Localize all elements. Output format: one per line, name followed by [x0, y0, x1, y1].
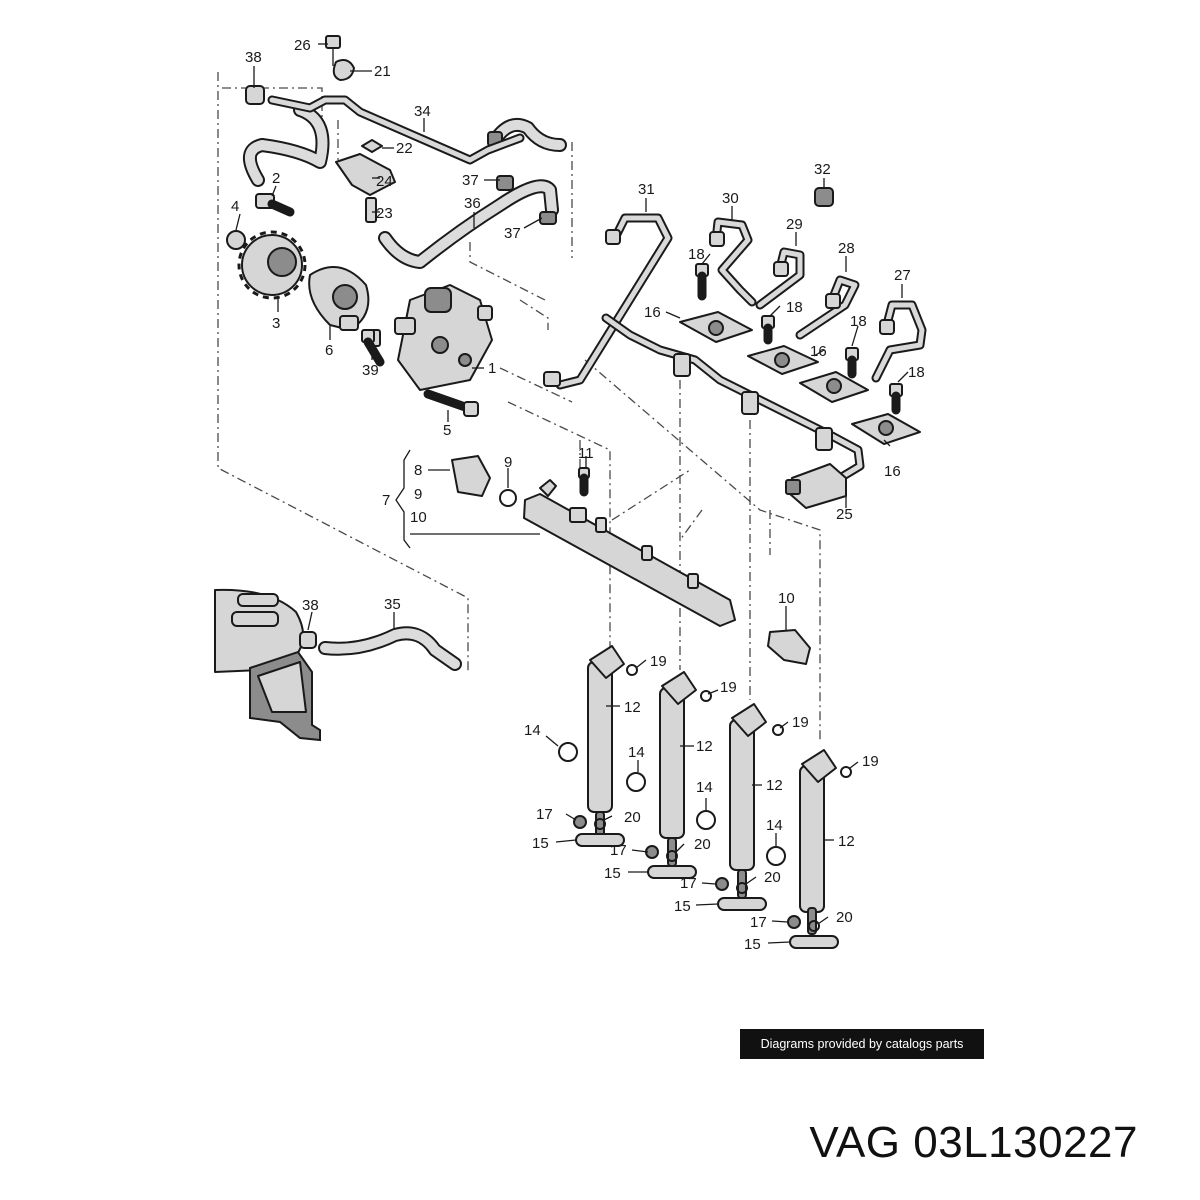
callout-17-d: 17	[750, 914, 767, 931]
callout-27: 27	[894, 267, 911, 284]
callout-10-sensor: 10	[778, 590, 795, 607]
callout-14-a: 14	[524, 722, 541, 739]
callout-35: 35	[384, 596, 401, 613]
callout-17-c: 17	[680, 875, 697, 892]
pump-sprocket	[226, 193, 307, 300]
callout-39: 39	[362, 362, 379, 379]
callout-11: 11	[578, 445, 594, 462]
part-number-caption: VAG 03L130227	[809, 1118, 1138, 1167]
clip-and-bolt	[325, 35, 355, 81]
callout-22: 22	[396, 140, 413, 157]
callout-14-c: 14	[696, 779, 713, 796]
callout-20-d: 20	[836, 909, 853, 926]
callout-8: 8	[414, 462, 422, 479]
callout-38-bottom: 38	[302, 597, 319, 614]
callout-20-c: 20	[764, 869, 781, 886]
return-hose	[299, 626, 462, 671]
callout-36: 36	[464, 195, 481, 212]
callout-12-b: 12	[696, 738, 713, 755]
callout-32: 32	[814, 161, 831, 178]
callout-17-b: 17	[610, 842, 627, 859]
callout-19-a: 19	[650, 653, 667, 670]
callout-15-d: 15	[744, 936, 761, 953]
callout-15-a: 15	[532, 835, 549, 852]
callout-37-top: 37	[462, 172, 479, 189]
callout-2: 2	[272, 170, 280, 187]
callout-20-a: 20	[624, 809, 641, 826]
callout-12-a: 12	[624, 699, 641, 716]
pressure-sensor-8	[451, 455, 517, 507]
injector-set	[558, 645, 852, 949]
injector-lines	[543, 187, 927, 390]
callout-29: 29	[786, 216, 803, 233]
callout-9-group: 9	[414, 486, 422, 503]
high-pressure-pump	[367, 284, 493, 391]
callout-7: 7	[382, 492, 390, 509]
callout-12-c: 12	[766, 777, 783, 794]
callout-3: 3	[272, 315, 280, 332]
callout-19-d: 19	[862, 753, 879, 770]
tank-flange	[214, 588, 321, 742]
flange-gaskets	[679, 263, 921, 445]
injector-2	[626, 671, 712, 879]
callout-5: 5	[443, 422, 451, 439]
callout-19-b: 19	[720, 679, 737, 696]
callout-34: 34	[414, 103, 431, 120]
callout-24: 24	[376, 173, 393, 190]
callout-23: 23	[376, 205, 393, 222]
callout-18-b: 18	[786, 299, 803, 316]
callout-16-a: 16	[644, 304, 661, 321]
callout-30: 30	[722, 190, 739, 207]
callout-6: 6	[325, 342, 333, 359]
callout-17-a: 17	[536, 806, 553, 823]
callout-1: 1	[488, 360, 496, 377]
pump-hub	[308, 266, 370, 331]
callout-18-a: 18	[688, 246, 705, 263]
callout-28: 28	[838, 240, 855, 257]
callout-26: 26	[294, 37, 311, 54]
callout-10-group: 10	[410, 509, 427, 526]
assembly-lines	[217, 72, 821, 740]
callout-9-sensor: 9	[504, 454, 512, 471]
callout-16-c: 16	[884, 463, 901, 480]
callout-19-c: 19	[792, 714, 809, 731]
injector-1	[558, 645, 638, 847]
fuel-line-34	[245, 85, 525, 165]
pressure-sensor-10	[767, 629, 811, 665]
callout-4: 4	[231, 198, 239, 215]
callout-20-b: 20	[694, 836, 711, 853]
callout-14-d: 14	[766, 817, 783, 834]
callout-14-b: 14	[628, 744, 645, 761]
pump-bracket	[335, 139, 396, 223]
callout-15-b: 15	[604, 865, 621, 882]
bolt-5	[423, 389, 479, 417]
callout-15-c: 15	[674, 898, 691, 915]
callout-21: 21	[374, 63, 391, 80]
callout-38-top: 38	[245, 49, 262, 66]
diagram-credit-badge: Diagrams provided by catalogs parts	[740, 1029, 984, 1059]
callout-25: 25	[836, 506, 853, 523]
callout-18-c: 18	[850, 313, 867, 330]
callout-labels: 26 21 38 34 22 24 23 37 36 37 31 30 29 2…	[231, 37, 925, 953]
callout-18-d: 18	[908, 364, 925, 381]
callout-12-d: 12	[838, 833, 855, 850]
leader-lines	[235, 43, 909, 944]
fuel-rail	[361, 329, 811, 665]
injector-3	[696, 703, 784, 911]
callout-37-mid: 37	[504, 225, 521, 242]
callout-31: 31	[638, 181, 655, 198]
sprocket-gear	[237, 230, 307, 300]
callout-16-b: 16	[810, 343, 827, 360]
injector-4	[766, 749, 852, 949]
